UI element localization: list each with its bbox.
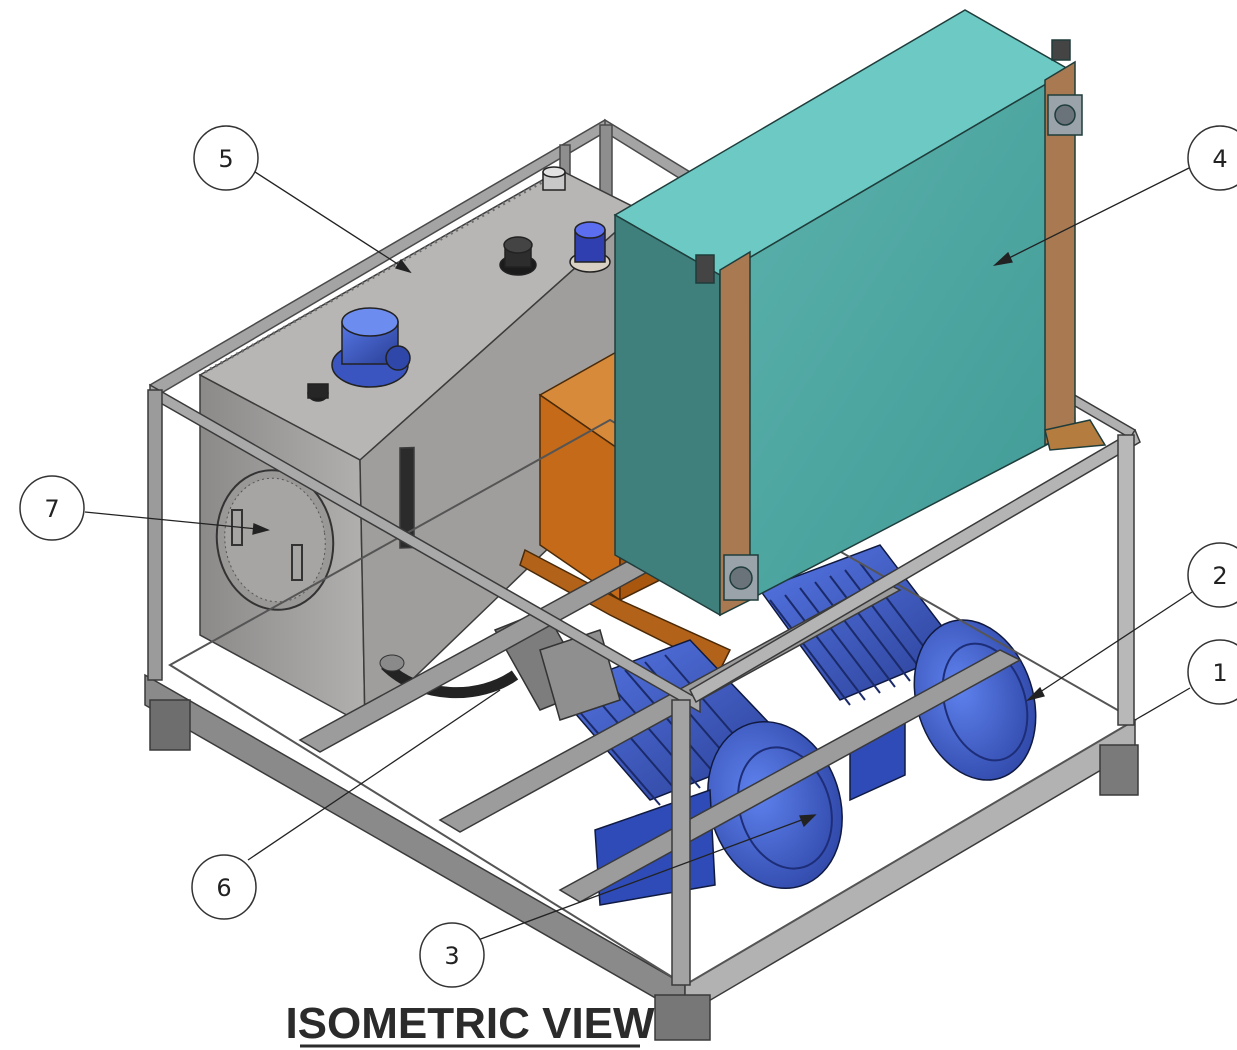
hose-fitting [379, 654, 405, 672]
frame-front [144, 176, 1141, 1041]
inspection-cover [215, 469, 335, 611]
balloon-1-label: 1 [1212, 659, 1227, 687]
balloon-7-label: 7 [44, 495, 59, 523]
balloon-2: 2 [1187, 542, 1237, 608]
balloon-7: 7 [19, 475, 85, 541]
balloon-6-label: 6 [216, 874, 231, 902]
view-caption: ISOMETRIC VIEW [285, 999, 655, 1048]
balloon-2-label: 2 [1212, 562, 1227, 590]
oil-cooler [613, 9, 1107, 617]
balloon-5: 5 [193, 125, 259, 191]
balloon-4-label: 4 [1212, 145, 1227, 173]
suction-hose [381, 660, 519, 699]
balloon-5-label: 5 [218, 145, 233, 173]
leader-lines [84, 164, 1196, 941]
tank-accessories [307, 166, 611, 402]
balloon-6: 6 [191, 854, 257, 920]
balloon-3: 3 [419, 922, 485, 988]
balloon-3-label: 3 [444, 942, 459, 970]
balloon-4: 4 [1187, 125, 1237, 191]
balloon-1: 1 [1187, 639, 1237, 705]
